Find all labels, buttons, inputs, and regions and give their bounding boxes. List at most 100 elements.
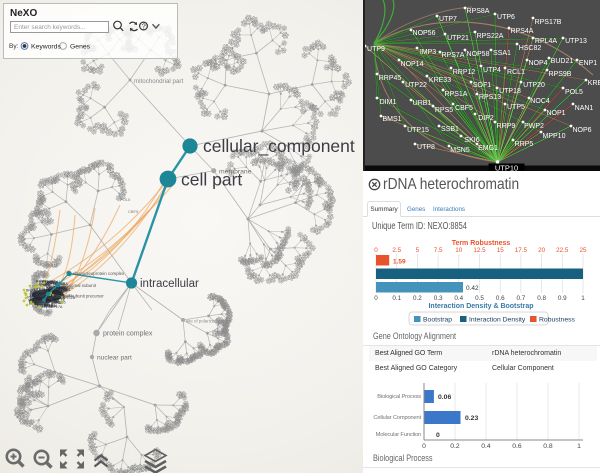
svg-text:RPS19B: RPS19B: [35, 300, 49, 304]
svg-text:site of polarized growth: site of polarized growth: [186, 319, 232, 324]
svg-text:CBF5: CBF5: [455, 105, 473, 112]
svg-text:RCL1: RCL1: [507, 69, 525, 76]
svg-text:RPL13A: RPL13A: [59, 294, 73, 298]
svg-text:DBP3: DBP3: [44, 290, 53, 294]
svg-text:NOP4: NOP4: [28, 299, 38, 303]
svg-text:RRP9: RRP9: [48, 281, 58, 285]
svg-text:RPL8B: RPL8B: [39, 287, 51, 291]
svg-text:mitochondrial part: mitochondrial part: [134, 78, 183, 85]
svg-text:UTP13: UTP13: [48, 288, 59, 292]
svg-text:1: 1: [581, 295, 585, 302]
svg-text:CBF5: CBF5: [128, 209, 139, 214]
svg-text:RPL5: RPL5: [44, 303, 53, 307]
svg-text:RPS22A: RPS22A: [477, 33, 504, 40]
svg-text:membrane: membrane: [219, 169, 252, 176]
svg-text:UTP13: UTP13: [565, 38, 587, 45]
svg-text:15: 15: [497, 247, 505, 254]
svg-text:MAK21: MAK21: [43, 281, 55, 285]
svg-text:RPL13A: RPL13A: [44, 294, 58, 298]
svg-text:?: ?: [142, 24, 146, 32]
svg-text:Interaction Density: Interaction Density: [469, 317, 526, 324]
svg-text:2.5: 2.5: [392, 247, 401, 254]
svg-text:0.4: 0.4: [454, 295, 463, 302]
svg-text:SOF1: SOF1: [473, 82, 491, 89]
svg-text:RPS1A: RPS1A: [445, 91, 468, 98]
svg-text:NSR1: NSR1: [50, 299, 60, 303]
svg-text:0.7: 0.7: [517, 295, 526, 302]
svg-text:NOP6: NOP6: [572, 127, 591, 134]
svg-text:cellular_component: cellular_component: [203, 136, 355, 157]
svg-text:0.9: 0.9: [558, 295, 567, 302]
svg-text:UTP5: UTP5: [507, 104, 525, 111]
svg-text:RPL3: RPL3: [30, 293, 39, 297]
svg-text:RPL32: RPL32: [44, 303, 55, 307]
svg-text:RRP9: RRP9: [36, 280, 46, 284]
svg-text:5: 5: [416, 247, 420, 254]
svg-text:RPS19B: RPS19B: [29, 300, 43, 304]
svg-text:RPL11B: RPL11B: [62, 296, 76, 300]
svg-text:RPS17A: RPS17A: [45, 283, 59, 287]
svg-text:Keywords: Keywords: [31, 44, 61, 51]
svg-text:KRE: KRE: [588, 80, 600, 87]
svg-text:BUD21: BUD21: [551, 58, 574, 65]
svg-text:RRP5: RRP5: [515, 141, 534, 148]
svg-text:RPS13: RPS13: [479, 94, 501, 101]
svg-text:NOP58: NOP58: [39, 284, 51, 288]
svg-text:UTP7: UTP7: [439, 16, 457, 23]
svg-text:RPS4A: RPS4A: [57, 285, 69, 289]
svg-text:0.2: 0.2: [450, 443, 460, 450]
svg-text:0.4: 0.4: [481, 443, 491, 450]
svg-text:RPS7A: RPS7A: [442, 52, 465, 59]
svg-text:RPS4A: RPS4A: [511, 28, 534, 35]
svg-text:RPS3: RPS3: [40, 283, 49, 287]
svg-text:NOP1: NOP1: [546, 110, 565, 117]
svg-text:RPS5: RPS5: [435, 107, 453, 114]
svg-text:RPS20: RPS20: [29, 302, 40, 306]
svg-text:0.3: 0.3: [434, 295, 443, 302]
svg-text:UTP9: UTP9: [367, 46, 385, 53]
svg-text:intracellular: intracellular: [140, 278, 199, 290]
svg-text:UTP20: UTP20: [523, 82, 545, 89]
svg-text:RRP12: RRP12: [453, 69, 476, 76]
svg-text:RPS24A: RPS24A: [44, 280, 58, 284]
svg-text:22.5: 22.5: [556, 247, 569, 254]
svg-text:RPS17A: RPS17A: [54, 282, 68, 286]
svg-text:RPS1A: RPS1A: [45, 263, 58, 268]
svg-text:HSC82: HSC82: [519, 45, 542, 52]
svg-text:MAK21: MAK21: [43, 281, 55, 285]
svg-text:RPL25: RPL25: [57, 286, 68, 290]
svg-text:Robustness: Robustness: [539, 317, 575, 324]
svg-text:RPL35A: RPL35A: [42, 295, 56, 299]
svg-text:0: 0: [374, 247, 378, 254]
svg-text:RPL11B: RPL11B: [52, 295, 66, 299]
svg-text:IMP4: IMP4: [36, 282, 44, 286]
svg-text:RPS8A: RPS8A: [467, 8, 490, 15]
svg-text:UTP18: UTP18: [499, 88, 521, 95]
svg-text:RPS16B: RPS16B: [47, 291, 61, 295]
svg-text:0.42: 0.42: [466, 285, 479, 292]
svg-text:EMG1: EMG1: [478, 145, 498, 152]
svg-text:RPL4A: RPL4A: [41, 305, 53, 309]
svg-text:UTP13: UTP13: [34, 288, 45, 292]
svg-text:17.5: 17.5: [515, 247, 528, 254]
svg-text:0: 0: [422, 443, 426, 450]
svg-text:Interaction Density & Bootstra: Interaction Density & Bootstrap: [428, 303, 533, 310]
svg-text:NOP4: NOP4: [30, 298, 40, 302]
svg-text:RPL7A: RPL7A: [39, 305, 51, 309]
svg-text:UTP21: UTP21: [447, 35, 469, 42]
svg-text:ribosomal subunit precursor: ribosomal subunit precursor: [52, 294, 104, 299]
svg-text:RRP9: RRP9: [497, 123, 516, 130]
svg-text:0: 0: [436, 432, 440, 439]
svg-text:ribonucleoprotein complex: ribonucleoprotein complex: [73, 271, 125, 276]
svg-text:RPL16A: RPL16A: [42, 280, 56, 284]
svg-text:MPP10: MPP10: [543, 133, 566, 140]
svg-text:RPS16B: RPS16B: [49, 292, 63, 296]
svg-text:RPL3: RPL3: [51, 292, 60, 296]
svg-text:10: 10: [455, 247, 463, 254]
svg-text:12.5: 12.5: [473, 247, 486, 254]
svg-text:RPL7A: RPL7A: [51, 305, 63, 309]
svg-text:ENP1: ENP1: [579, 60, 597, 67]
svg-text:RPL8B: RPL8B: [54, 285, 66, 289]
svg-text:RPL35A: RPL35A: [27, 295, 41, 299]
svg-text:NSR1: NSR1: [50, 298, 60, 302]
